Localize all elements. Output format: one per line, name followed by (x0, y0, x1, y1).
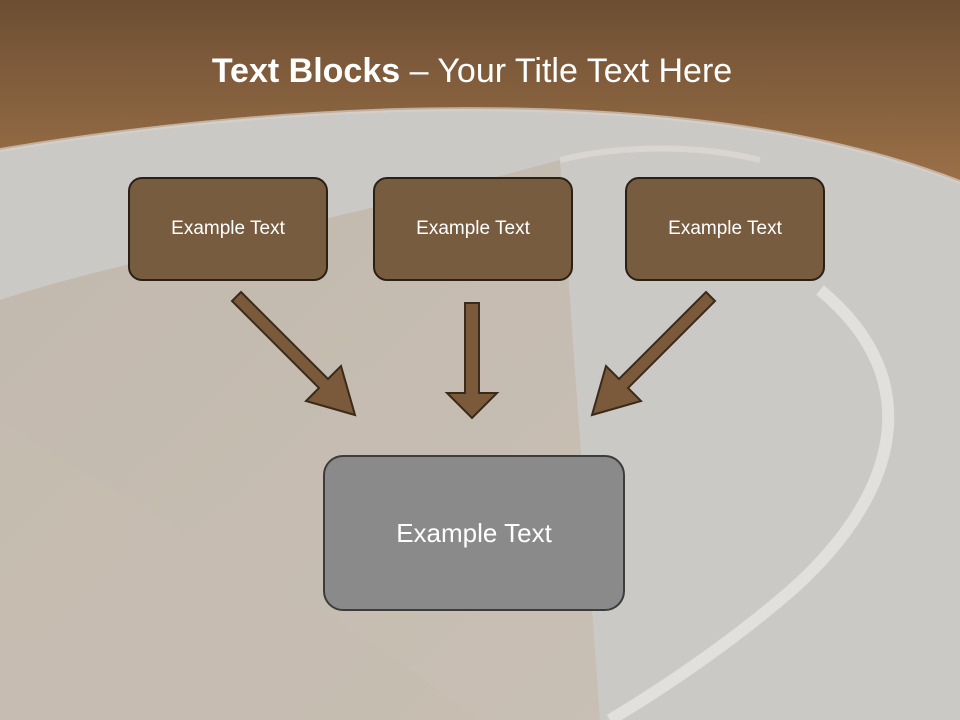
text-block-right-label: Example Text (668, 218, 782, 239)
text-block-center-label: Example Text (416, 218, 530, 239)
slide-title: Text Blocks – Your Title Text Here (0, 52, 944, 91)
text-block-center[interactable]: Example Text (373, 177, 573, 281)
title-dash: – (409, 52, 429, 90)
title-rest-text: Your Title Text Here (437, 52, 733, 90)
title-bold-text: Text Blocks (211, 52, 401, 90)
text-block-bottom-label: Example Text (396, 517, 552, 548)
text-block-bottom[interactable]: Example Text (323, 455, 625, 611)
text-block-left[interactable]: Example Text (128, 177, 328, 281)
text-block-left-label: Example Text (171, 218, 285, 239)
text-block-right[interactable]: Example Text (625, 177, 825, 281)
